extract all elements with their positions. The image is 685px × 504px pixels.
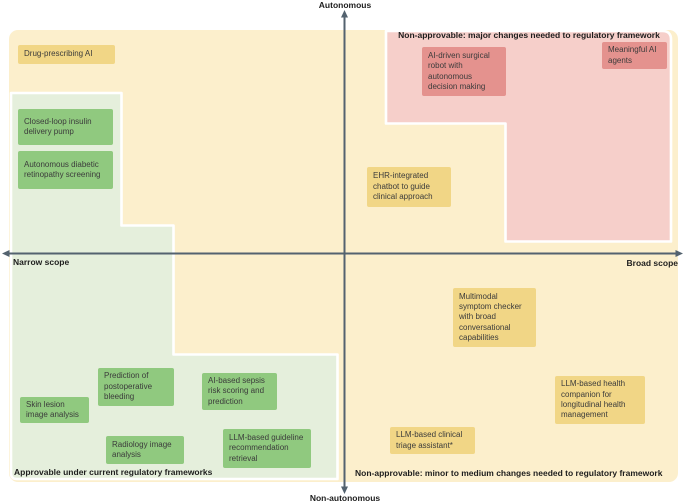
item-ehr-chatbot: EHR-integrated chatbot to guide clinical… <box>367 167 451 207</box>
item-drug-prescribing-ai: Drug-prescribing AI <box>18 45 115 64</box>
item-multimodal-symptom-checker: Multimodal symptom checker with broad co… <box>453 288 536 347</box>
item-llm-health-companion: LLM-based health companion for longitudi… <box>555 376 645 424</box>
item-ai-sepsis-scoring: AI-based sepsis risk scoring and predict… <box>202 373 277 410</box>
item-prediction-postop-bleeding: Prediction of postoperative bleeding <box>98 368 174 406</box>
axis-label-autonomous: Autonomous <box>318 0 372 10</box>
item-autonomous-retinopathy: Autonomous diabetic retinopathy screenin… <box>18 151 113 189</box>
axis-label-narrow-scope: Narrow scope <box>13 257 70 267</box>
item-meaningful-ai-agents: Meaningful AI agents <box>602 42 667 69</box>
caption-non-approvable-major: Non-approvable: major changes needed to … <box>398 30 660 40</box>
caption-non-approvable-minor: Non-approvable: minor to medium changes … <box>355 468 663 478</box>
item-llm-guideline-retrieval: LLM-based guideline recommendation retri… <box>223 429 311 468</box>
item-ai-surgical-robot: AI-driven surgical robot with autonomous… <box>422 47 506 96</box>
axis-label-non-autonomous: Non-autonomous <box>309 493 381 503</box>
item-skin-lesion-analysis: Skin lesion image analysis <box>20 397 89 423</box>
item-closed-loop-insulin: Closed-loop insulin delivery pump <box>18 109 113 145</box>
item-radiology-image-analysis: Radiology image analysis <box>106 436 184 464</box>
caption-approvable: Approvable under current regulatory fram… <box>14 467 213 477</box>
axis-label-broad-scope: Broad scope <box>626 258 679 268</box>
item-llm-triage-assistant: LLM-based clinical triage assistant* <box>390 427 475 454</box>
